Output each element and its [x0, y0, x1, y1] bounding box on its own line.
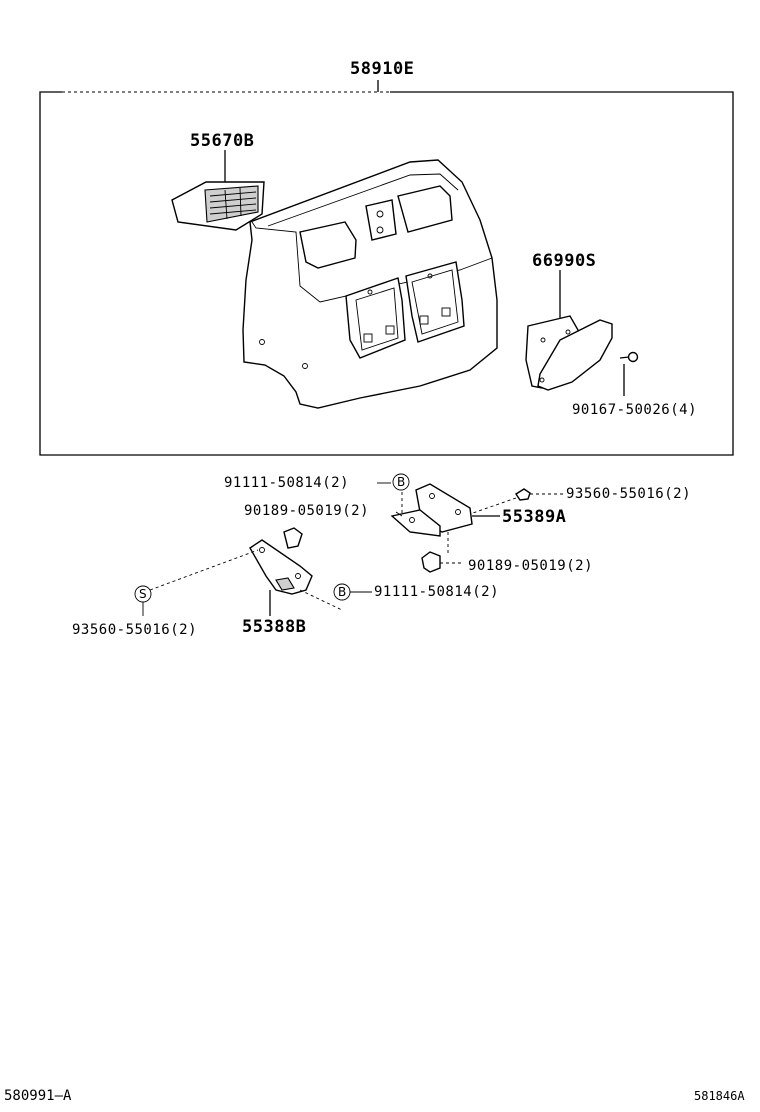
- callout-b-upper: [392, 473, 410, 491]
- clip-lower-part: [421, 551, 441, 573]
- label-cover-screw: 90167-50026(4): [572, 402, 697, 418]
- callout-b-lower-text: B: [338, 585, 346, 599]
- cover-screw-part: [619, 351, 639, 396]
- bracket-right-part: [390, 483, 473, 537]
- console-panel-part: [242, 159, 498, 409]
- label-bolt-upper: 91111-50814(2): [224, 475, 349, 491]
- label-nut-left: 93560-55016(2): [72, 622, 197, 638]
- label-clip-upper: 90189-05019(2): [244, 503, 369, 519]
- label-cover: 66990S: [532, 251, 596, 271]
- clip-left-part: [283, 527, 303, 549]
- footer-right-code: 581846A: [694, 1089, 745, 1103]
- label-assembly: 58910E: [350, 59, 414, 79]
- label-bracket-right: 55389A: [502, 507, 566, 527]
- assembly-frame: [39, 80, 734, 456]
- label-bracket-left: 55388B: [242, 617, 306, 637]
- label-vent: 55670B: [190, 131, 254, 151]
- cover-part: [525, 315, 613, 391]
- label-bolt-lower: 91111-50814(2): [374, 584, 499, 600]
- footer-left-code: 580991—A: [4, 1088, 72, 1104]
- air-vent-part: [171, 181, 265, 231]
- callout-b-upper-text: B: [397, 475, 405, 489]
- label-clip-lower: 90189-05019(2): [468, 558, 593, 574]
- bracket-left-part: [249, 539, 313, 595]
- nut-right-part: [515, 488, 531, 501]
- label-nut-right: 93560-55016(2): [566, 486, 691, 502]
- callout-s-left-text: S: [139, 587, 147, 601]
